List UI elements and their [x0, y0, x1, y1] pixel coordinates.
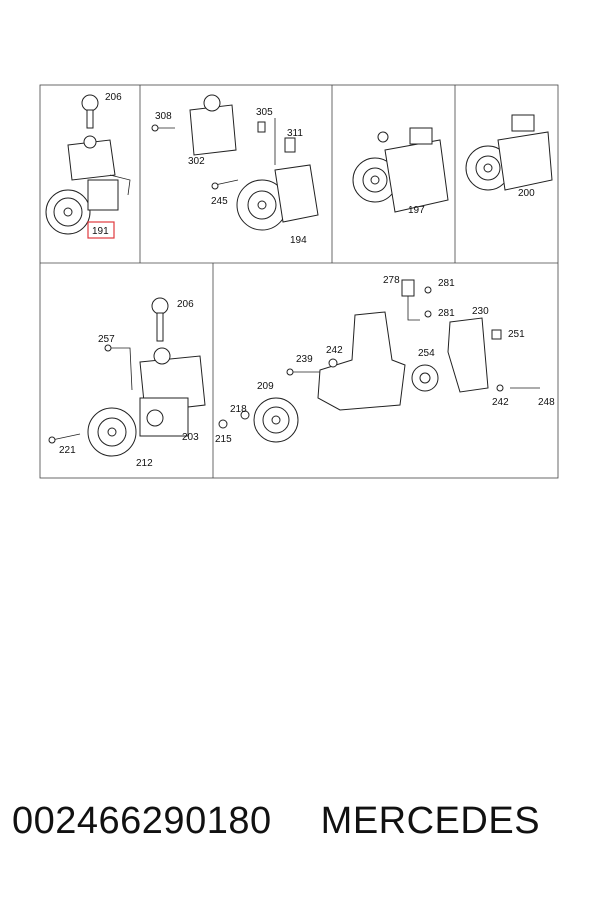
- part-label-302[interactable]: 302: [188, 156, 205, 167]
- pump-assembly-194: [151, 94, 319, 231]
- pump-200: [465, 114, 553, 191]
- brand-name: MERCEDES: [320, 800, 541, 842]
- part-label-221[interactable]: 221: [59, 445, 76, 456]
- part-label-206[interactable]: 206: [177, 299, 194, 310]
- diagram-frame: [39, 84, 559, 479]
- part-label-242[interactable]: 242: [492, 397, 509, 408]
- part-label-311[interactable]: 311: [287, 128, 303, 139]
- pump-assembly-191: [45, 94, 131, 235]
- part-label-239[interactable]: 239: [296, 354, 313, 365]
- part-label-305[interactable]: 305: [256, 107, 273, 118]
- pump-housing-exploded: [218, 279, 540, 443]
- part-label-242[interactable]: 242: [326, 345, 343, 356]
- part-label-203[interactable]: 203: [182, 432, 199, 443]
- part-label-200[interactable]: 200: [518, 188, 535, 199]
- part-label-194[interactable]: 194: [290, 235, 307, 246]
- part-label-278[interactable]: 278: [383, 275, 400, 286]
- part-label-251[interactable]: 251: [508, 329, 525, 340]
- part-label-209[interactable]: 209: [257, 381, 274, 392]
- part-label-281[interactable]: 281: [438, 308, 455, 319]
- part-number: 002466290180: [12, 800, 272, 842]
- part-label-218[interactable]: 218: [230, 404, 247, 415]
- part-label-245[interactable]: 245: [211, 196, 228, 207]
- pump-197: [352, 127, 449, 213]
- part-label-248[interactable]: 248: [538, 397, 555, 408]
- part-label-215[interactable]: 215: [215, 434, 232, 445]
- part-label-197[interactable]: 197: [408, 205, 425, 216]
- part-label-254[interactable]: 254: [418, 348, 435, 359]
- part-label-257[interactable]: 257: [98, 334, 115, 345]
- part-caption: 002466290180 MERCEDES: [12, 800, 592, 860]
- part-label-281[interactable]: 281: [438, 278, 455, 289]
- part-label-230[interactable]: 230: [472, 306, 489, 317]
- pump-assembly-203: [48, 297, 206, 457]
- highlight-box: [87, 221, 115, 239]
- part-label-212[interactable]: 212: [136, 458, 153, 469]
- part-label-206[interactable]: 206: [105, 92, 122, 103]
- part-label-308[interactable]: 308: [155, 111, 172, 122]
- part-label-191[interactable]: 191: [92, 226, 109, 237]
